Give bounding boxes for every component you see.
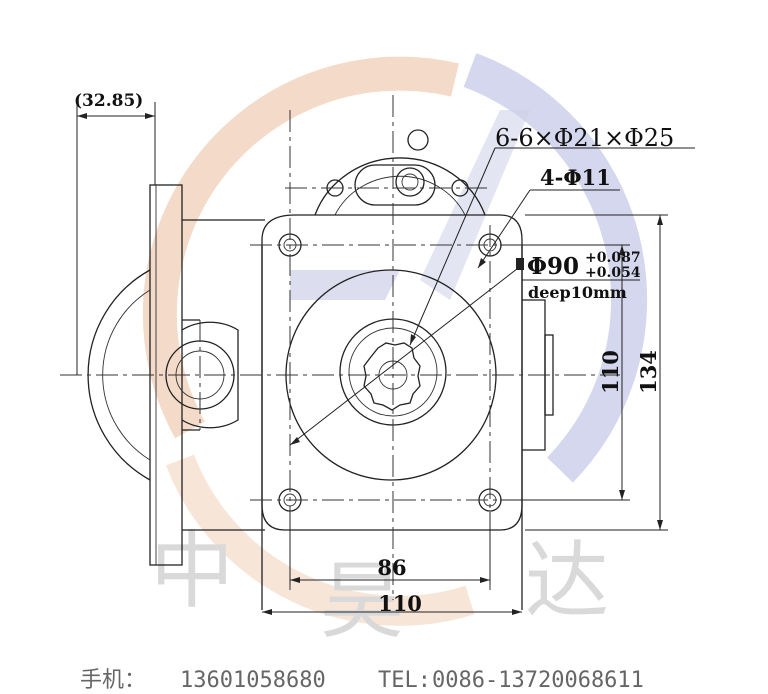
footer-tel: 0086-13720068611	[432, 668, 644, 693]
dim-32-85: (32.85)	[74, 91, 143, 111]
footer-phone: 13601058680	[180, 668, 326, 693]
dim-tol-lower: +0.054	[585, 265, 641, 281]
watermark-char-1: 中	[150, 522, 234, 620]
watermark-char-3: 达	[525, 532, 609, 630]
dim-pilot-diameter: Φ90	[527, 253, 579, 280]
front-view	[261, 129, 554, 610]
watermark-logo	[142, 53, 648, 626]
dimension-labels: (32.85) 6-6×Φ21×Φ25 4-Φ11 Φ90 +0.087 +0.…	[74, 91, 674, 616]
dim-height-110: 110	[598, 350, 623, 394]
dim-4-holes: 4-Φ11	[540, 165, 611, 190]
dim-tol-upper: +0.087	[585, 250, 641, 266]
footer-tel-label: TEL:	[378, 668, 431, 693]
dim-bolt-holes: 6-6×Φ21×Φ25	[495, 124, 674, 152]
dim-height-134: 134	[636, 350, 661, 394]
footer-contact: 手机： 13601058680 TEL: 0086-13720068611	[80, 668, 644, 693]
dim-width-86: 86	[377, 555, 406, 580]
dim-width-110: 110	[378, 591, 422, 616]
footer-phone-label: 手机：	[80, 668, 146, 693]
center-lines	[60, 95, 620, 600]
watermark-char-2: 昊	[320, 552, 404, 650]
dimension-lines	[76, 102, 695, 615]
watermark-text: 中 昊 达	[150, 522, 609, 650]
dim-depth-note: deep10mm	[528, 283, 627, 302]
